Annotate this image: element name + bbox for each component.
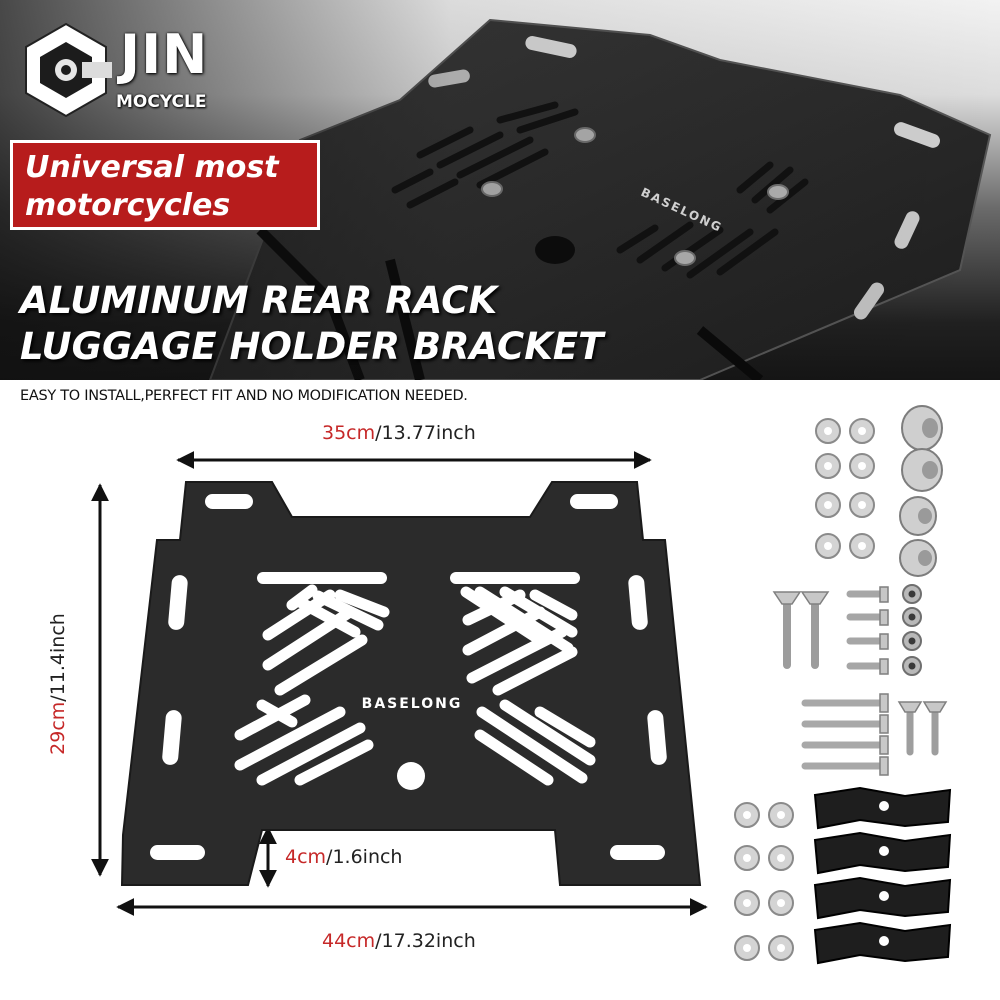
washers-top (815, 418, 875, 559)
bottom-width-label: 44cm/17.32inch (322, 929, 476, 953)
hardware-kit (734, 405, 952, 965)
bracket-holes (879, 801, 889, 946)
height-imperial: /11.4inch (47, 613, 69, 702)
universal-badge: Universal most motorcycles (10, 140, 320, 230)
tagline: EASY TO INSTALL,PERFECT FIT AND NO MODIF… (20, 388, 468, 404)
lock-nuts (902, 584, 922, 676)
bottom-width-metric: 44cm (322, 930, 376, 952)
notch-label: 4cm/1.6inch (285, 845, 402, 869)
washers-top-holes (824, 427, 866, 550)
center-hole (397, 762, 425, 790)
headline-line-2: LUGGAGE HOLDER BRACKET (20, 325, 604, 368)
vent-slots-left (234, 584, 390, 786)
badge-line-1: Universal most (25, 150, 279, 185)
notch-imperial: /1.6inch (326, 846, 403, 868)
washers-bottom-holes (743, 811, 785, 952)
top-width-metric: 35cm (322, 422, 376, 444)
hex-wrench-icon (25, 22, 112, 118)
small-bolt-heads (897, 701, 948, 713)
bottom-width-imperial: /17.32inch (375, 930, 476, 952)
hero-banner: BASELONG JIN MOCYCLE Universal most moto… (0, 0, 1000, 380)
short-bolt-heads (879, 586, 889, 675)
tagline-bar: EASY TO INSTALL,PERFECT FIT AND NO MODIF… (0, 380, 1000, 412)
mount-slots (150, 494, 667, 860)
product-headline: ALUMINUM REAR RACK LUGGAGE HOLDER BRACKE… (20, 278, 603, 370)
long-bolt-heads (772, 591, 830, 605)
short-bolts (846, 590, 884, 670)
spacer-holes (918, 418, 938, 566)
brand-logo: JIN MOCYCLE (20, 20, 220, 120)
washers-bottom (734, 802, 794, 961)
top-width-label: 35cm/13.77inch (322, 421, 476, 445)
top-width-imperial: /13.77inch (375, 422, 476, 444)
notch-metric: 4cm (285, 846, 327, 868)
brand-name: JIN (120, 23, 209, 86)
small-bolts (906, 709, 939, 756)
vent-slots-right (460, 586, 596, 786)
height-metric: 29cm (47, 701, 69, 755)
horizontal-bolt-heads (879, 693, 889, 776)
headline-line-1: ALUMINUM REAR RACK (20, 279, 498, 322)
brand-subname: MOCYCLE (116, 92, 207, 112)
rack-plate (120, 481, 702, 886)
plate-logo: BASELONG (362, 696, 463, 712)
horizontal-bolts (801, 699, 884, 770)
badge-line-2: motorcycles (25, 188, 231, 223)
long-bolts (783, 601, 819, 669)
lock-nut-holes (908, 590, 916, 670)
